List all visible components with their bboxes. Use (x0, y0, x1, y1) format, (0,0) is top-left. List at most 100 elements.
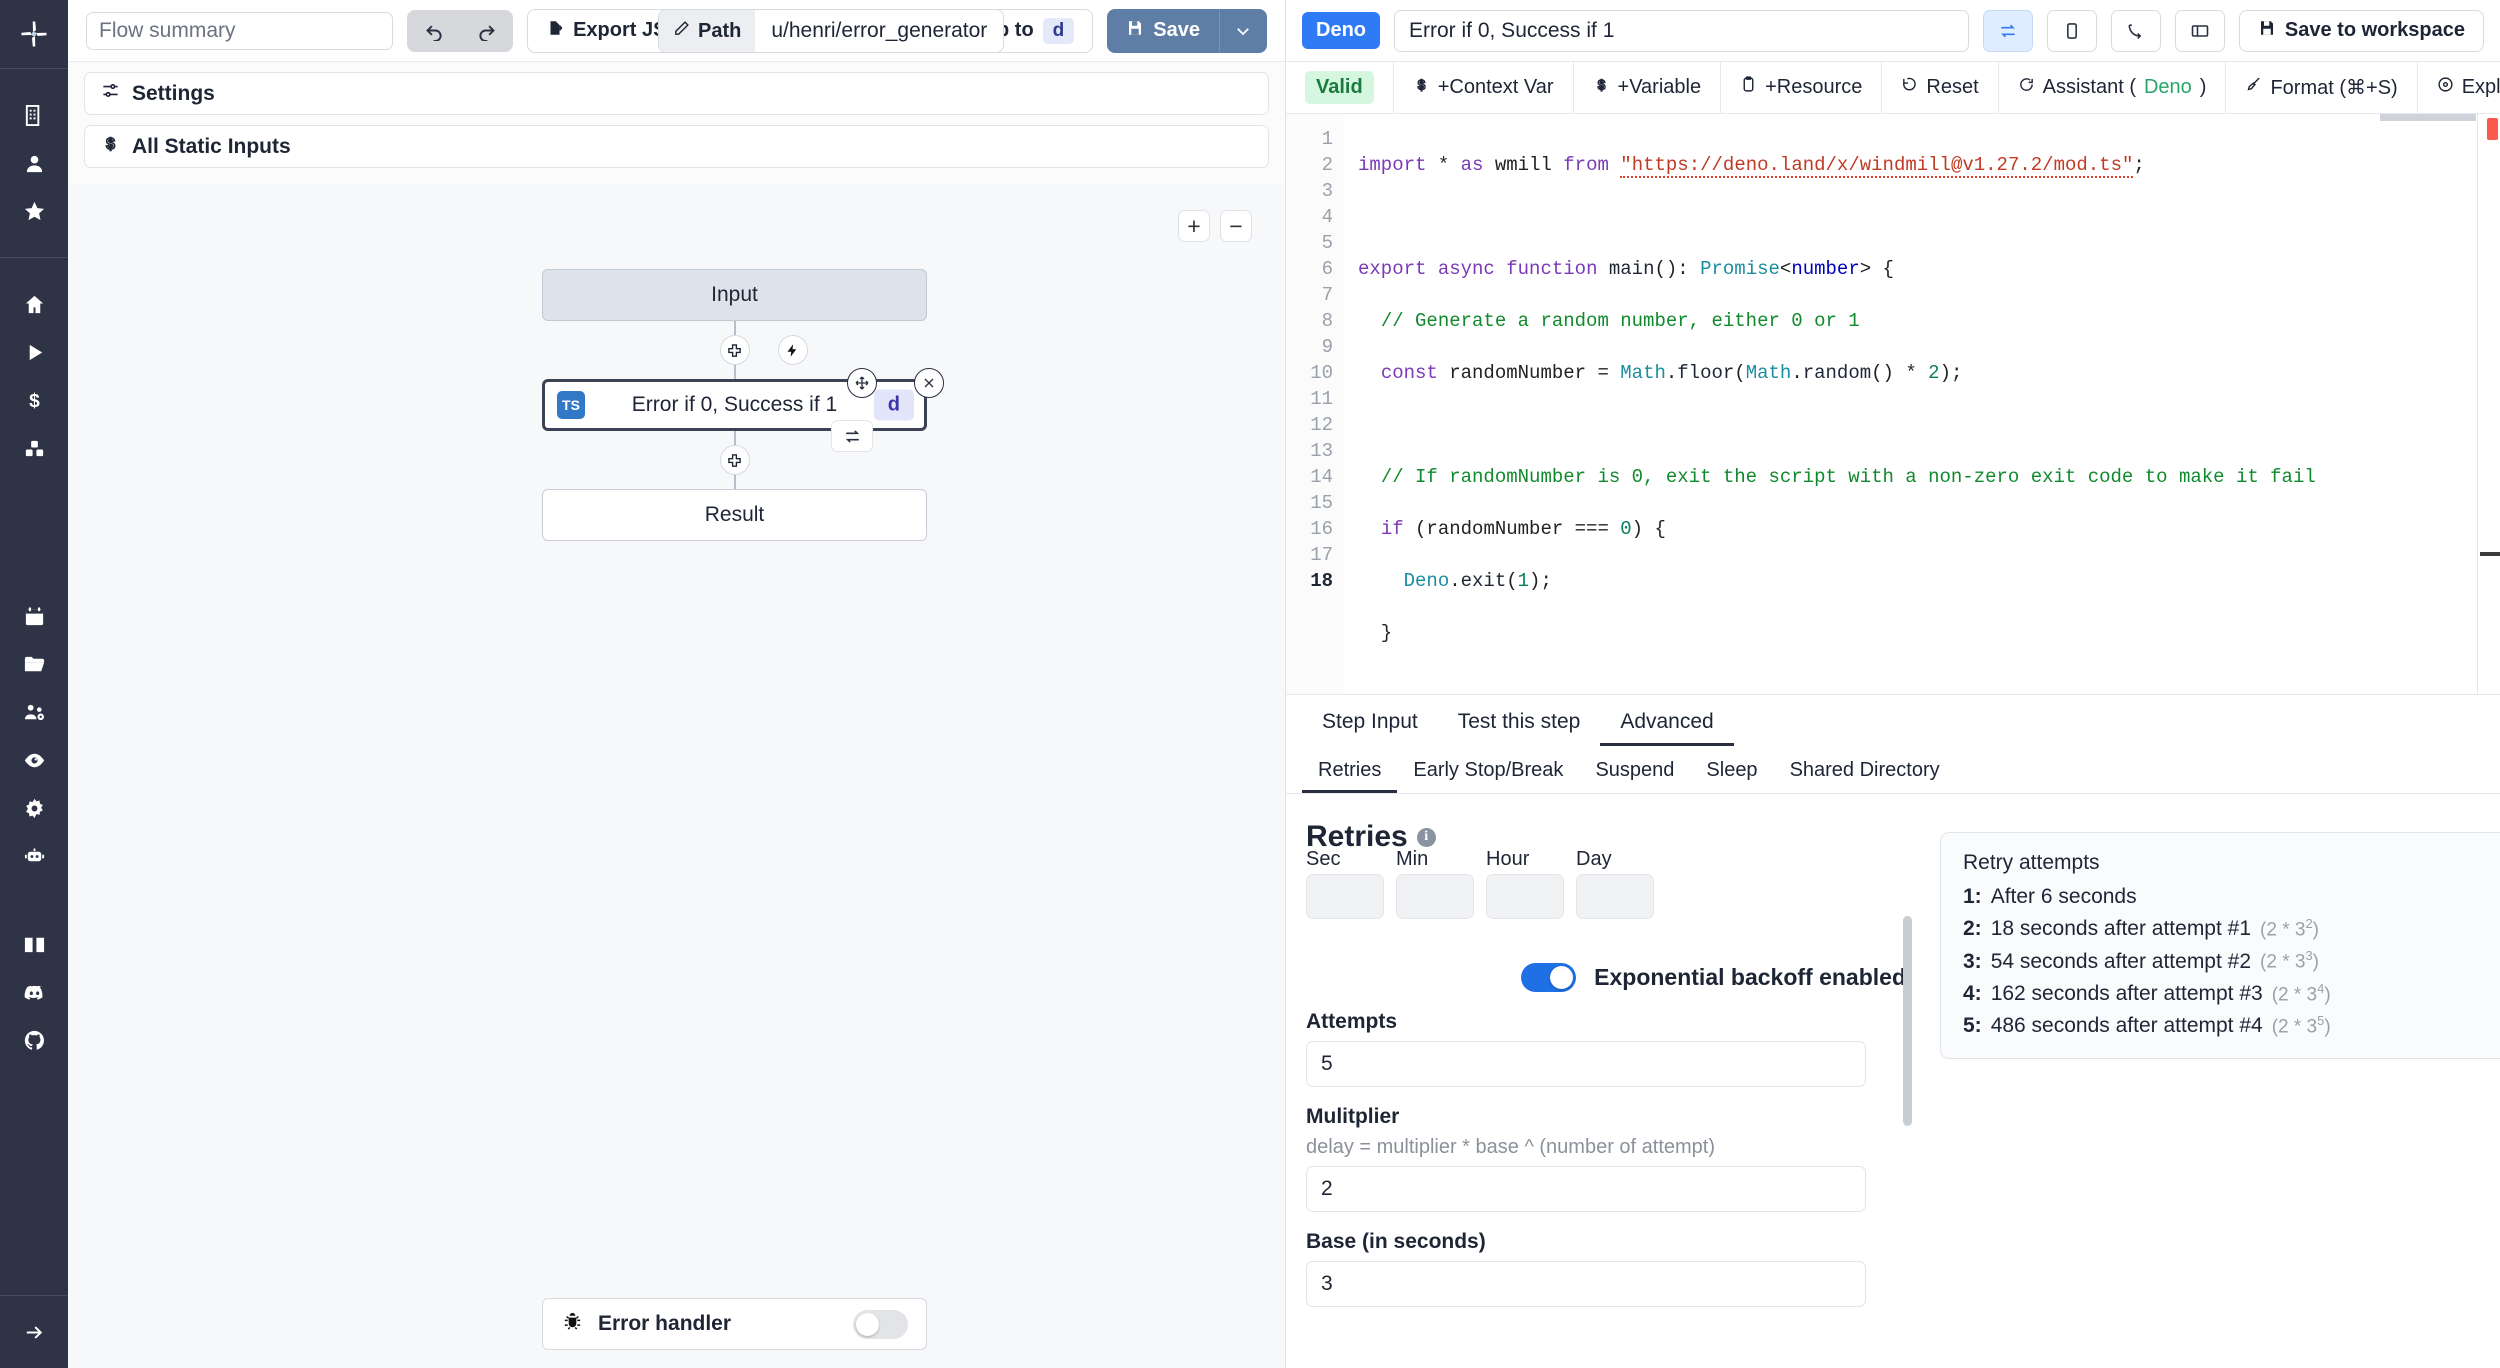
test-up-to-badge: d (1042, 17, 1075, 44)
add-context-var-button[interactable]: $ +Context Var (1394, 62, 1574, 113)
toolbar-label: +Variable (1617, 76, 1702, 98)
workers-icon[interactable] (0, 832, 68, 880)
editor-horizontal-scrollbar[interactable] (2380, 114, 2476, 121)
editor-vertical-scrollbar[interactable] (2484, 114, 2500, 694)
add-step-button[interactable] (719, 445, 750, 475)
retries-day-input[interactable] (1576, 874, 1654, 919)
flow-section-settings[interactable]: Settings (84, 72, 1269, 115)
format-button[interactable]: Format (⌘+S) (2226, 62, 2418, 113)
error-handler-toggle[interactable] (853, 1309, 908, 1339)
error-handler-label: Error handler (598, 1312, 732, 1335)
attempts-input[interactable] (1306, 1041, 1866, 1087)
path-value[interactable]: u/henri/error_generator (771, 19, 988, 42)
editor-cursor-marker (2480, 552, 2500, 556)
svg-text:$: $ (106, 136, 115, 153)
flow-summary-input[interactable] (86, 11, 394, 50)
home-icon[interactable] (0, 280, 68, 328)
webhook-icon[interactable] (2110, 9, 2161, 52)
attempt-number: 5: (1963, 1014, 1982, 1038)
unit-label: Day (1576, 848, 1612, 870)
resources-icon[interactable] (0, 424, 68, 472)
schedules-icon[interactable] (0, 592, 68, 640)
language-switch-icon[interactable] (1982, 9, 2033, 52)
add-variable-button[interactable]: $ +Variable (1574, 62, 1722, 113)
status-badge: Valid (1305, 71, 1374, 104)
canvas-zoom-controls: + − (1178, 210, 1252, 242)
settings-icon[interactable] (0, 784, 68, 832)
docs-icon[interactable] (0, 920, 68, 968)
retries-scrollbar[interactable] (1903, 916, 1912, 1126)
redo-icon[interactable] (465, 12, 507, 50)
attempt-text: 18 seconds after attempt #1 (1990, 917, 2252, 941)
flow-node-result[interactable]: Result (542, 489, 927, 541)
info-icon[interactable]: i (1416, 827, 1436, 847)
flow-node-id-badge: d (873, 389, 914, 421)
groups-icon[interactable] (0, 688, 68, 736)
square-icon[interactable] (2046, 9, 2097, 52)
subtab-early-stop-break[interactable]: Early Stop/Break (1413, 758, 1564, 781)
editor-toolbar: Valid $ +Context Var $ +Variable +Resour… (1286, 62, 2500, 114)
audit-logs-icon[interactable] (0, 736, 68, 784)
database-icon (1740, 76, 1757, 99)
undo-icon[interactable] (413, 12, 455, 50)
save-to-workspace-button[interactable]: Save to workspace (2238, 9, 2484, 52)
multiplier-label: Mulitplier (1306, 1105, 1400, 1128)
close-icon[interactable] (914, 368, 944, 398)
flow-path[interactable]: Path u/henri/error_generator (658, 9, 1005, 53)
dollar-icon: $ (1413, 76, 1430, 99)
error-handler-card[interactable]: Error handler (542, 1298, 927, 1350)
subtab-suspend[interactable]: Suspend (1595, 758, 1675, 781)
zoom-in-button[interactable]: + (1178, 210, 1210, 242)
flow-section-all-static-inputs[interactable]: $ All Static Inputs (84, 125, 1269, 168)
explore-other-scripts-button[interactable]: Explore other s (2418, 62, 2500, 113)
step-title-input[interactable] (1394, 9, 1969, 52)
flow-canvas[interactable]: + − Input TS Error (68, 184, 1285, 1368)
retry-indicator-icon[interactable] (831, 420, 873, 452)
flow-node-input[interactable]: Input (542, 269, 927, 321)
exponential-backoff-toggle[interactable] (1521, 963, 1577, 992)
attempt-text: 162 seconds after attempt #3 (1990, 981, 2263, 1005)
github-icon[interactable] (0, 1016, 68, 1064)
star-icon[interactable] (0, 187, 68, 235)
discord-icon[interactable] (0, 968, 68, 1016)
add-step-button[interactable] (719, 335, 750, 365)
panel-icon[interactable] (2174, 9, 2225, 52)
multiplier-help-text: delay = multiplier * base ^ (number of a… (1306, 1136, 1716, 1158)
windmill-logo-icon[interactable] (0, 0, 68, 68)
subtab-sleep[interactable]: Sleep (1706, 758, 1758, 781)
save-button[interactable]: Save (1107, 8, 1219, 53)
toolbar-label: Explore other s (2461, 76, 2500, 98)
assistant-button[interactable]: Assistant (Deno) (1999, 62, 2227, 113)
workspace-icon[interactable] (0, 91, 68, 139)
add-trigger-bolt-icon[interactable] (777, 335, 808, 365)
retries-hour-input[interactable] (1486, 874, 1564, 919)
reset-button[interactable]: Reset (1882, 62, 1999, 113)
base-input[interactable] (1306, 1261, 1866, 1307)
undo-redo-group (407, 9, 514, 52)
runs-icon[interactable] (0, 328, 68, 376)
retries-sec-input[interactable] (1306, 874, 1384, 919)
multiplier-input[interactable] (1306, 1166, 1866, 1212)
tab-advanced[interactable]: Advanced (1600, 700, 1734, 746)
editor-error-marker[interactable] (2487, 118, 2498, 140)
zoom-out-button[interactable]: − (1220, 210, 1252, 242)
subtab-retries[interactable]: Retries (1302, 750, 1398, 793)
tab-test-this-step[interactable]: Test this step (1457, 709, 1581, 733)
step-detail-pane: Deno Save to workspace V (1286, 0, 2500, 1368)
retry-attempt-row: 4: 162 seconds after attempt #3 (2 * 34) (1963, 981, 2497, 1006)
retries-min-input[interactable] (1396, 874, 1474, 919)
flow-node-step[interactable]: TS Error if 0, Success if 1 d (542, 368, 944, 452)
save-dropdown-chevron-down-icon[interactable] (1219, 8, 1267, 53)
folders-icon[interactable] (0, 640, 68, 688)
add-resource-button[interactable]: +Resource (1721, 62, 1883, 113)
variables-icon[interactable]: $ (0, 376, 68, 424)
subtab-shared-directory[interactable]: Shared Directory (1789, 758, 1940, 781)
expand-sidebar-icon[interactable] (0, 1296, 68, 1368)
user-icon[interactable] (0, 139, 68, 187)
sliders-icon (101, 81, 120, 106)
tab-step-input[interactable]: Step Input (1322, 709, 1418, 733)
move-icon[interactable] (847, 368, 877, 398)
editor-code-content[interactable]: import * as wmill from "https://deno.lan… (1358, 154, 2316, 644)
typescript-icon: TS (557, 391, 585, 419)
